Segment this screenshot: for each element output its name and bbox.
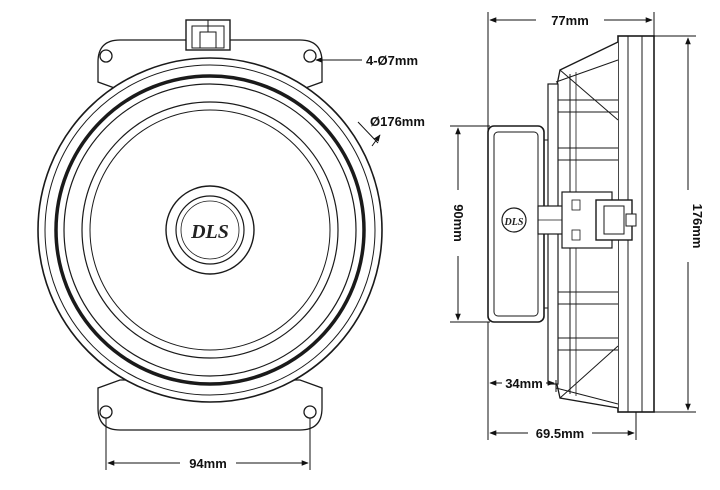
front-dimensions — [105, 57, 381, 470]
outer-diameter-label: Ø176mm — [370, 114, 425, 129]
basket-struts — [559, 69, 619, 399]
side-logo-badge — [501, 207, 527, 233]
terminal-connector-side — [561, 191, 637, 249]
dust-cap-outer — [165, 185, 255, 275]
mount-hole-top-right — [303, 49, 317, 63]
dust-cap-ring — [180, 200, 240, 260]
cone-outer — [81, 101, 339, 359]
side-logo: DLS — [504, 217, 524, 228]
terminal-connector-front — [185, 19, 231, 51]
basket-ribs — [555, 59, 619, 405]
magnet-depth-label: 34mm — [505, 376, 543, 391]
mount-depth-label: 69.5mm — [536, 426, 584, 441]
magnet-diameter-label: 90mm — [451, 204, 466, 242]
mount-hole-top-left — [99, 49, 113, 63]
outer-frame-circle — [37, 57, 383, 403]
height-total-label: 176mm — [690, 204, 705, 249]
surround-outer — [54, 74, 366, 386]
side-dimensions — [450, 12, 696, 440]
hole-spacing-label: 94mm — [189, 456, 227, 471]
frame-ring-2 — [44, 64, 376, 396]
mount-holes-label: 4-Ø7mm — [366, 53, 418, 68]
depth-total-label: 77mm — [551, 13, 589, 28]
front-logo: DLS — [190, 221, 229, 243]
dust-cap-inner — [175, 195, 245, 265]
cone-inner — [89, 109, 331, 351]
surround-inner — [63, 83, 357, 377]
